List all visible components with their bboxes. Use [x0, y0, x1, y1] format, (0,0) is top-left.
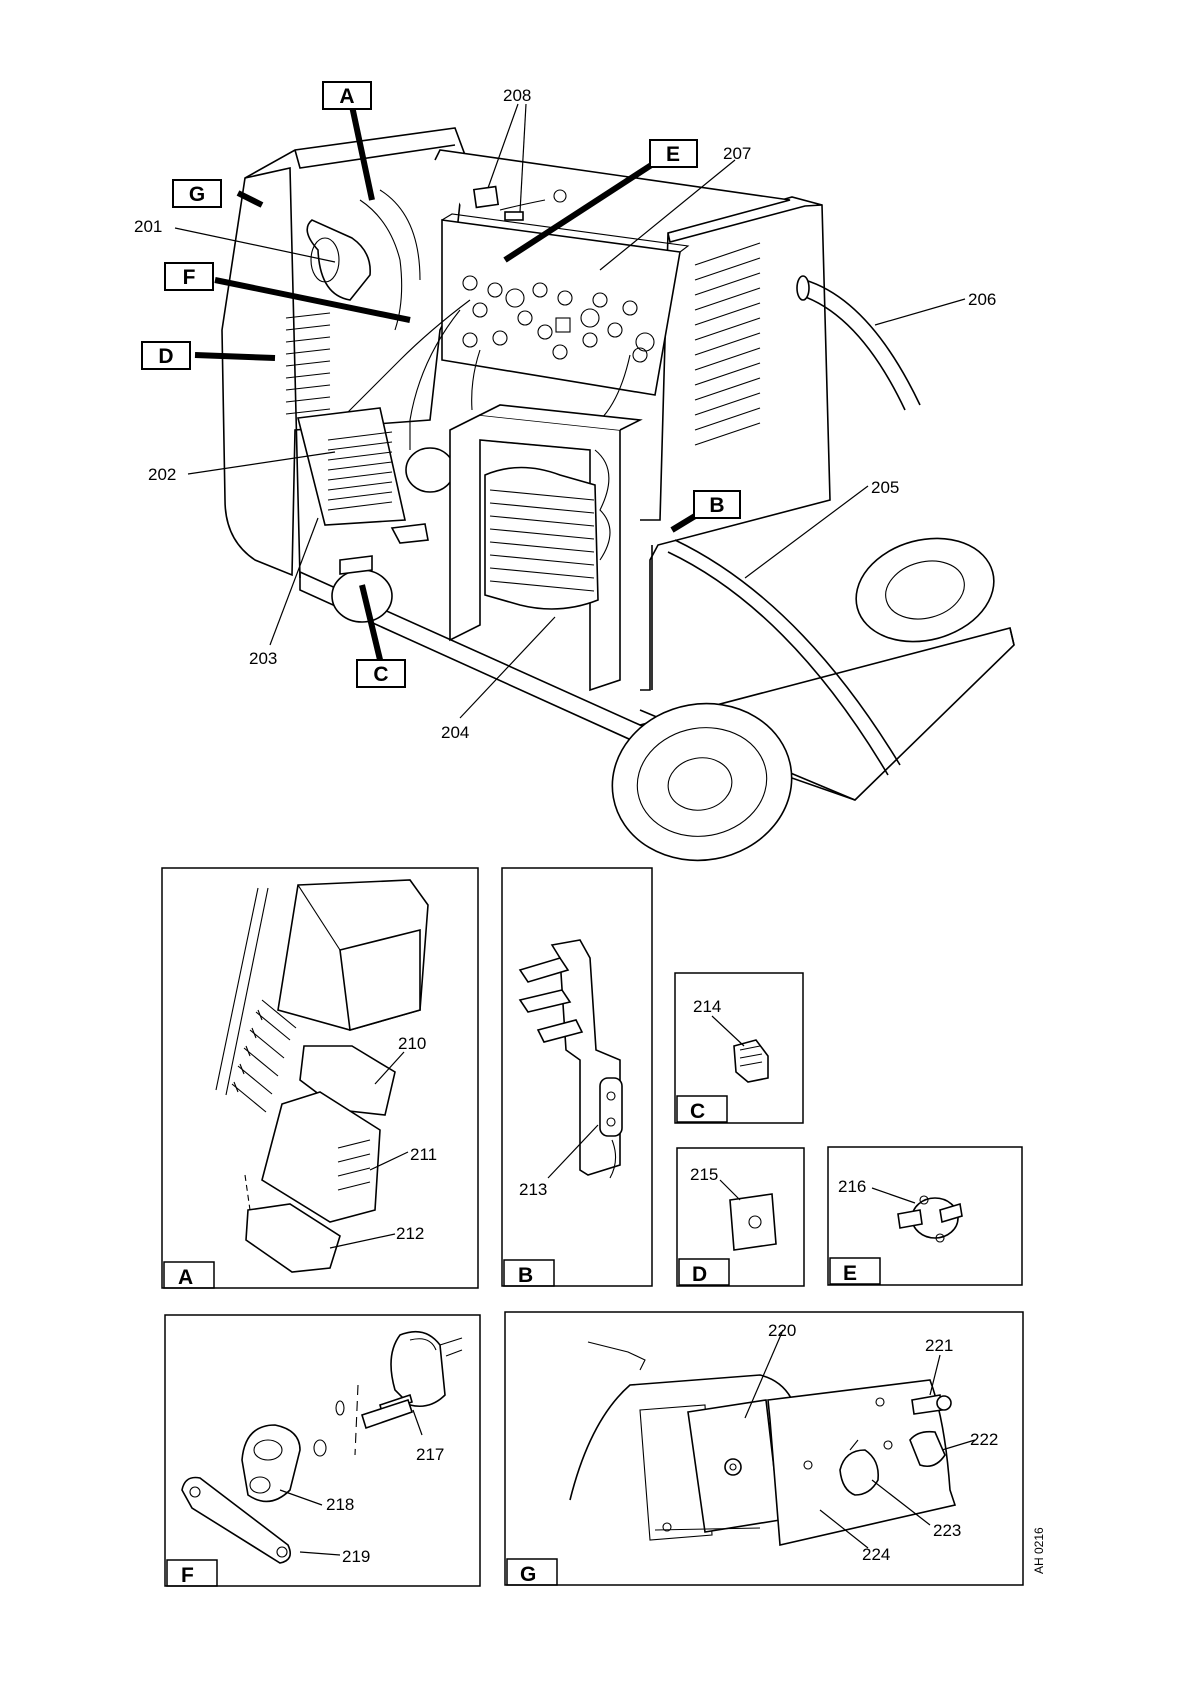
detail-b-panel: B 213 — [502, 868, 652, 1287]
part-number-224: 224 — [862, 1545, 890, 1564]
part-number-212: 212 — [396, 1224, 424, 1243]
callout-tag-b: B — [709, 494, 724, 517]
part-number-219: 219 — [342, 1547, 370, 1566]
part-number-214: 214 — [693, 997, 721, 1016]
detail-d-panel: D 215 — [677, 1148, 804, 1286]
part-number-211: 211 — [410, 1145, 437, 1164]
detail-a-panel: A 210 211 212 — [162, 868, 478, 1289]
detail-c-panel: C 214 — [675, 973, 803, 1123]
main-assembly-drawing — [222, 128, 1014, 874]
detail-c-letter: C — [690, 1100, 705, 1123]
part-number-203: 203 — [249, 649, 277, 668]
part-number-206: 206 — [968, 290, 996, 309]
part-number-205: 205 — [871, 478, 899, 497]
part-number-202: 202 — [148, 465, 176, 484]
detail-g-letter: G — [520, 1563, 536, 1586]
part-number-221: 221 — [925, 1336, 953, 1355]
callout-tag-c: C — [373, 663, 388, 686]
detail-e-panel: E 216 — [828, 1147, 1022, 1285]
part-number-217: 217 — [416, 1445, 444, 1464]
main-transformer-drawing — [450, 405, 640, 690]
part-number-208: 208 — [503, 86, 531, 105]
callout-tag-g: G — [189, 183, 205, 206]
part-number-210: 210 — [398, 1034, 426, 1053]
part-number-223: 223 — [933, 1521, 961, 1540]
part-number-204: 204 — [441, 723, 469, 742]
callout-tag-f: F — [183, 266, 196, 289]
part-number-218: 218 — [326, 1495, 354, 1514]
detail-f-letter: F — [181, 1564, 194, 1587]
detail-g-panel: G 220 221 222 223 224 — [505, 1312, 1023, 1586]
detail-d-letter: D — [692, 1263, 707, 1286]
drawing-code: AH 0216 — [1032, 1527, 1046, 1574]
choke-drawing — [298, 408, 454, 525]
part-number-222: 222 — [970, 1430, 998, 1449]
detail-a-letter: A — [178, 1266, 193, 1289]
part-number-220: 220 — [768, 1321, 796, 1340]
part-number-201: 201 — [134, 217, 162, 236]
detail-f-panel: F 217 218 219 — [165, 1315, 480, 1587]
part-number-216: 216 — [838, 1177, 866, 1196]
detail-e-letter: E — [843, 1262, 857, 1285]
callout-tag-a: A — [339, 85, 354, 108]
callout-tag-e: E — [666, 143, 680, 166]
part-number-213: 213 — [519, 1180, 547, 1199]
callout-tag-d: D — [158, 345, 173, 368]
detail-b-letter: B — [518, 1264, 533, 1287]
part-number-207: 207 — [723, 144, 751, 163]
part-number-215: 215 — [690, 1165, 718, 1184]
